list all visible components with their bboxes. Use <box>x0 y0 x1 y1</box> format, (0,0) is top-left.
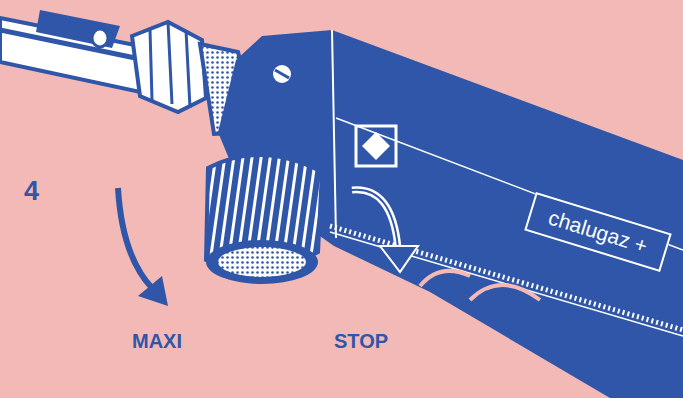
knob-face <box>218 247 306 277</box>
symbol-frame <box>356 126 396 166</box>
screw-slot <box>275 70 289 78</box>
screw <box>273 65 291 83</box>
stop-arrow-stem <box>352 190 398 248</box>
tube-hole <box>92 29 108 47</box>
finger-grooves <box>420 271 540 300</box>
stop-arrow-core <box>352 190 398 248</box>
maxi-arrow-head <box>138 276 168 306</box>
nut-facets <box>150 22 190 108</box>
direction-label: STOP <box>334 330 388 353</box>
direction-label: MAXI <box>132 330 182 353</box>
maxi-arrow-stem <box>118 188 152 288</box>
step-number: 4 <box>24 176 39 207</box>
tube-highlight <box>36 10 120 48</box>
hex-nut <box>132 22 206 112</box>
diamond-symbol <box>362 132 390 160</box>
stop-arrow-head <box>380 246 418 272</box>
body-edge <box>332 30 336 238</box>
knob-cap <box>206 240 318 284</box>
